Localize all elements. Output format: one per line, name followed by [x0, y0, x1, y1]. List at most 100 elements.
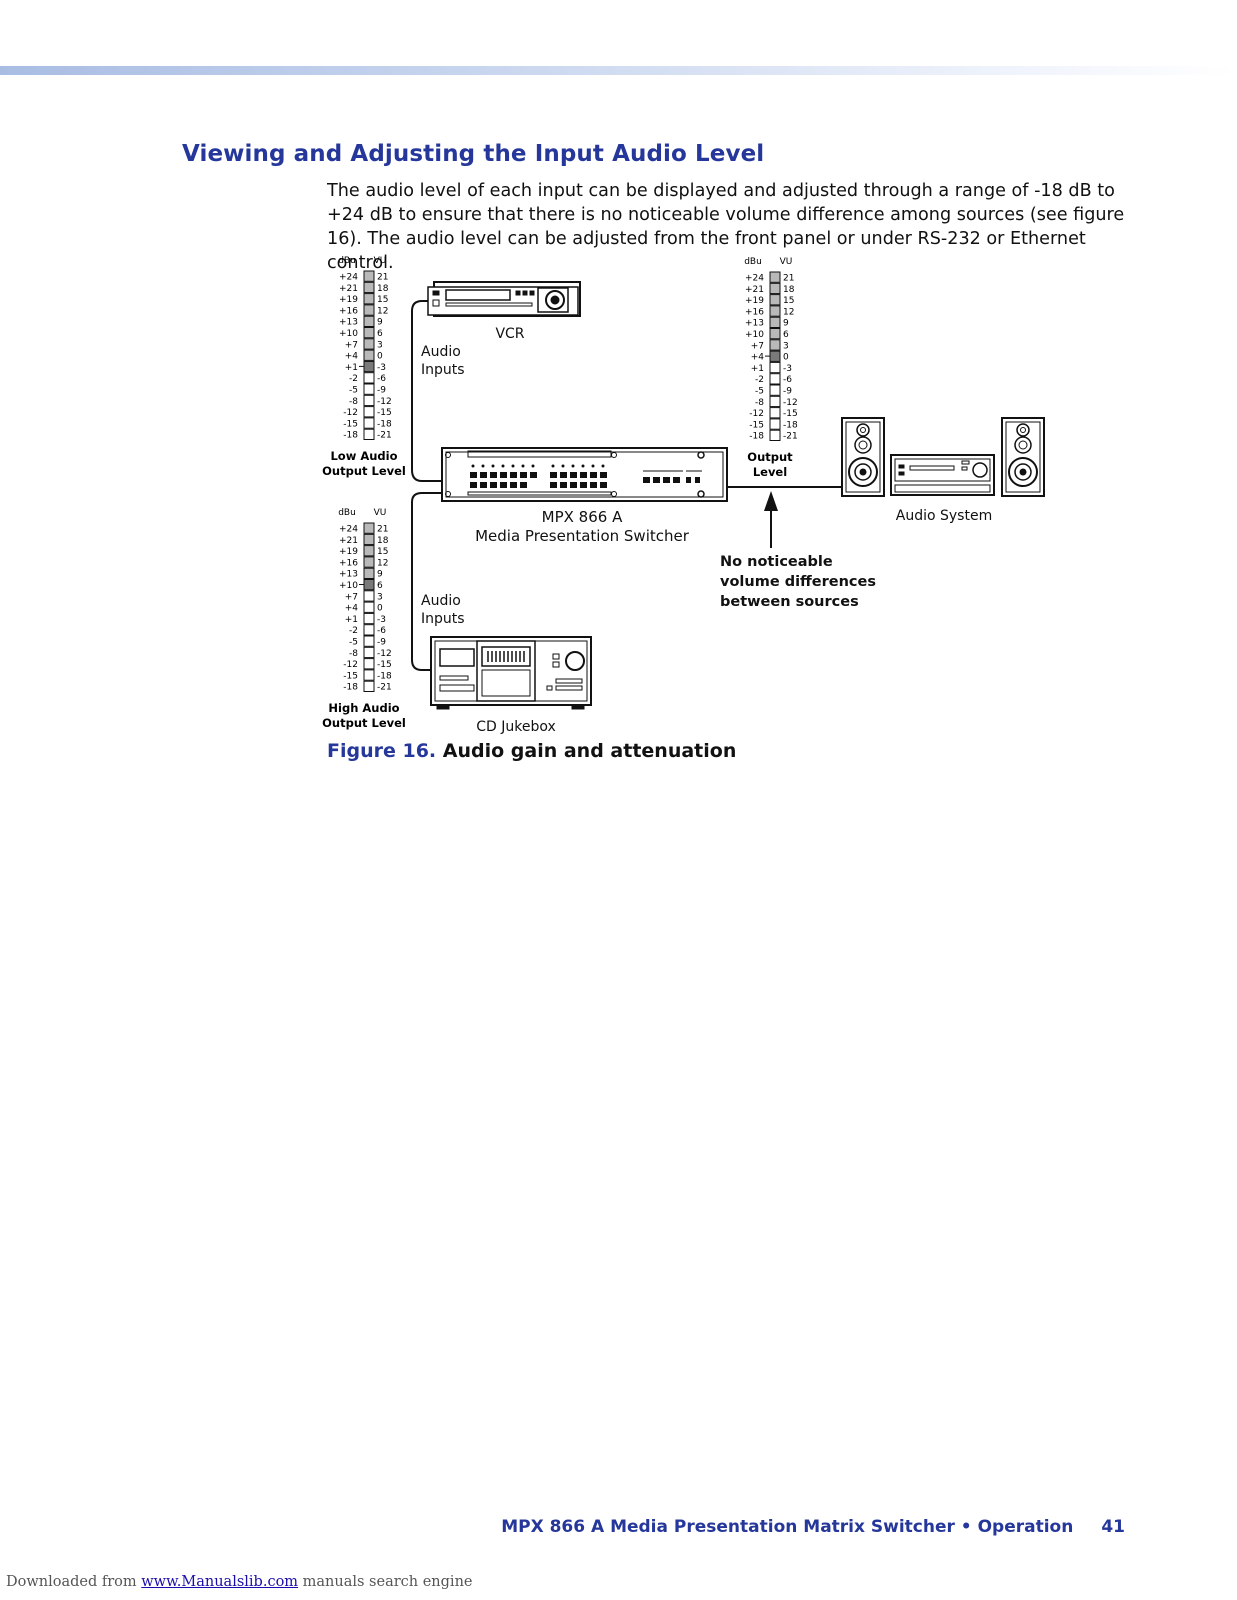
cd-cable [411, 492, 442, 671]
meter-segment [769, 328, 781, 340]
meter-dbu-tick: -2 [349, 374, 358, 384]
switcher-label-line1: MPX 866 A [542, 508, 623, 526]
meter-segment [769, 429, 781, 442]
meter-vu-tick: 21 [377, 273, 388, 283]
meter-vu-tick: 12 [377, 558, 388, 568]
meter-vu-tick: -18 [377, 419, 392, 429]
meter-dbu-tick: +1 [345, 615, 358, 625]
meter-dbu-tick: +4 [345, 604, 359, 614]
meter-vu-tick: -15 [783, 409, 798, 419]
meter-segment [363, 624, 375, 636]
meter-dbu-tick: -15 [343, 419, 358, 429]
meter-segment [363, 406, 375, 418]
footer-title: MPX 866 A Media Presentation Matrix Swit… [501, 1517, 1074, 1537]
meter-segment [769, 384, 781, 396]
download-note: Downloaded from www.Manualslib.com manua… [6, 1574, 473, 1590]
switcher-label-line2: Media Presentation Switcher [475, 527, 690, 545]
meter-vu-tick: 0 [377, 352, 383, 362]
meter-dbu-header: dBu [338, 508, 356, 518]
meter-dbu-tick: -5 [349, 638, 358, 648]
meter-vu-tick: -6 [377, 626, 386, 636]
meter-vu-tick: 9 [783, 319, 789, 329]
meter-vu-tick: -15 [377, 408, 392, 418]
meter-dbu-tick: +21 [339, 536, 358, 546]
note-line1: No noticeable [720, 554, 833, 570]
meter-dbu-tick: +13 [745, 319, 764, 329]
meter-dbu-tick: -5 [349, 386, 358, 396]
meter-dbu-tick: +1 [345, 363, 358, 373]
meter-segment [363, 372, 375, 384]
meter-segment [363, 315, 375, 328]
meter-segment [363, 338, 375, 350]
meter-segment [363, 293, 375, 305]
meter-segment [363, 590, 375, 602]
figure-caption: Figure 16. Audio gain and attenuation [327, 740, 736, 762]
meter-segment [769, 418, 781, 430]
audio-system-label: Audio System [896, 508, 992, 524]
manualslib-link[interactable]: www.Manualslib.com [141, 1574, 299, 1590]
meter-dbu-tick: -12 [749, 409, 764, 419]
meter-segment [363, 522, 375, 534]
meter-label-line1: Low Audio [330, 449, 397, 463]
meter-segment [363, 612, 375, 625]
meter-segment [363, 327, 375, 339]
meter-segment [363, 394, 375, 407]
meter-segment [769, 373, 781, 385]
meter-vu-tick: -3 [783, 364, 792, 374]
meter-vu-tick: 21 [783, 274, 794, 284]
meter-vu-tick: 15 [377, 295, 388, 305]
header-gradient-bar [0, 66, 1237, 75]
meter-dbu-tick: -12 [343, 660, 358, 670]
page-number: 41 [1101, 1517, 1125, 1537]
meter-segment [769, 271, 781, 283]
connection-lines [411, 300, 842, 671]
meter-dbu-tick: +24 [745, 274, 764, 284]
cd-jukebox-device [430, 636, 592, 710]
meter-vu-tick: 6 [783, 330, 789, 340]
meter-label-line2: Output Level [322, 716, 406, 730]
meter-segment [363, 428, 375, 441]
meter-vu-tick: -21 [377, 431, 392, 441]
meter-vu-tick: -18 [377, 671, 392, 681]
meter-vu-tick: 3 [377, 592, 383, 602]
meter-dbu-tick: -15 [749, 420, 764, 430]
meter-dbu-tick: -2 [349, 626, 358, 636]
meter-label-line2: Output Level [322, 464, 406, 478]
meter-dbu-tick: +21 [745, 285, 764, 295]
meter-label-line1: High Audio [328, 701, 399, 715]
meter-vu-tick: 18 [377, 284, 389, 294]
meter-dbu-header: dBu [744, 257, 762, 267]
meter-dbu-tick: +19 [339, 547, 358, 557]
vcr-device [427, 281, 581, 317]
meter-vu-tick: 9 [377, 570, 383, 580]
meter-dbu-tick: +4 [751, 353, 765, 363]
meter-vu-tick: 18 [377, 536, 389, 546]
meter-segment [363, 579, 375, 591]
meter-vu-tick: 12 [783, 307, 794, 317]
meter-segment [769, 282, 781, 295]
cd-audio-inputs-line2: Inputs [421, 611, 465, 627]
meter-segment [769, 407, 781, 419]
meter-vu-header: VU [374, 256, 387, 266]
note-line2: volume differences [720, 574, 876, 590]
vcr-audio-inputs-line2: Inputs [421, 362, 465, 378]
meter-dbu-tick: +7 [345, 592, 358, 602]
meter-vu-tick: 9 [377, 318, 383, 328]
page-footer: MPX 866 A Media Presentation Matrix Swit… [501, 1517, 1125, 1537]
meter-vu-tick: -9 [377, 386, 386, 396]
meter-segment [363, 383, 375, 395]
meter-segment [363, 635, 375, 647]
download-note-suffix: manuals search engine [298, 1574, 473, 1590]
meter-vu-tick: 3 [377, 340, 383, 350]
meter-vu-tick: -6 [783, 375, 792, 385]
note-line3: between sources [720, 594, 859, 610]
meter-segment [363, 533, 375, 546]
meter-vu-tick: -15 [377, 660, 392, 670]
meter-segment [363, 349, 375, 361]
meter-segment [363, 567, 375, 580]
meter-vu-tick: -12 [783, 398, 798, 408]
meter-segment [769, 339, 781, 351]
meter-vu-tick: 6 [377, 581, 383, 591]
meter-segment [363, 304, 375, 316]
